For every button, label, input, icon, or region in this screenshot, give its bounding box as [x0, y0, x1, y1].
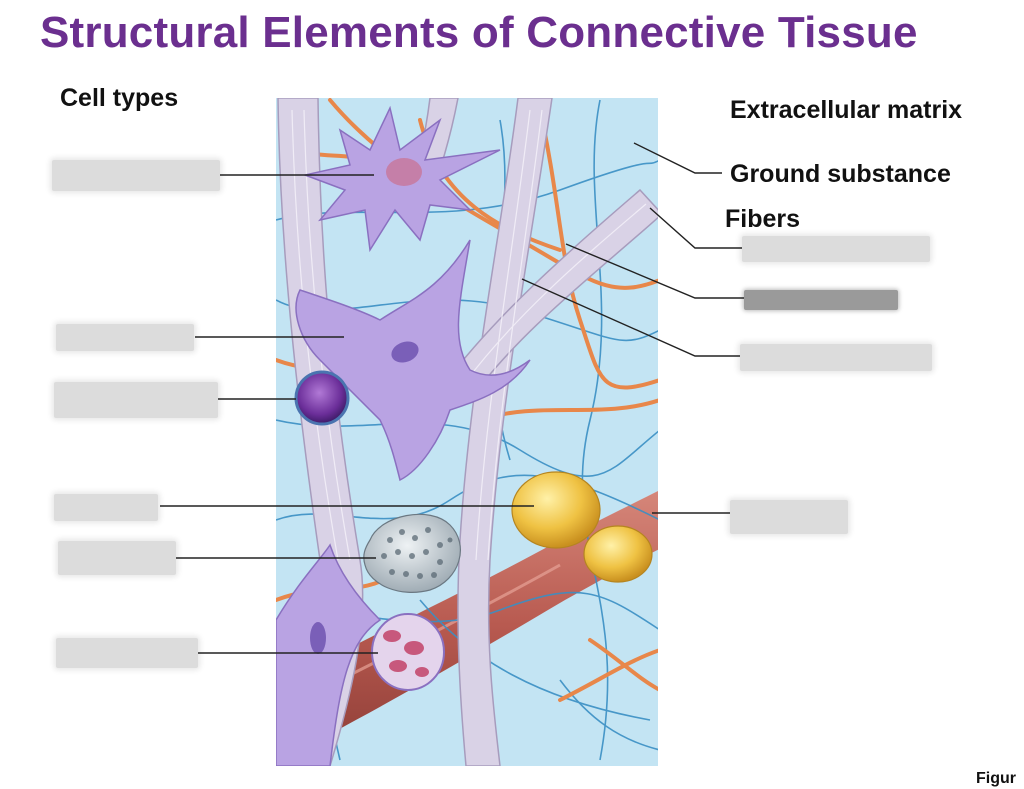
lymphocyte-cell [294, 370, 350, 426]
blank-label-fiber-1[interactable] [742, 236, 930, 262]
blank-label-cell-5[interactable] [58, 541, 176, 575]
blank-label-cell-2[interactable] [56, 324, 194, 351]
blank-label-cell-6[interactable] [56, 638, 198, 668]
blank-label-cell-1[interactable] [52, 160, 220, 191]
blank-label-cell-4[interactable] [54, 494, 158, 521]
page-title: Structural Elements of Connective Tissue [40, 8, 918, 57]
fibroblast-cell-lower [276, 543, 382, 766]
blank-label-capillary[interactable] [730, 500, 848, 534]
figure-caption: Figur [976, 770, 1016, 787]
ground-substance-label: Ground substance [730, 160, 951, 188]
blank-label-fiber-3[interactable] [740, 344, 932, 371]
fibers-heading: Fibers [725, 205, 801, 233]
cell-types-heading: Cell types [60, 84, 179, 112]
blank-label-cell-3[interactable] [54, 382, 218, 418]
blank-label-fiber-2[interactable] [744, 290, 898, 310]
fibroblast-cell [295, 239, 531, 482]
fat-cell [511, 471, 601, 549]
fat-cell-small [583, 525, 653, 583]
extracellular-matrix-heading: Extracellular matrix [730, 96, 963, 124]
leader-lines [160, 142, 744, 654]
